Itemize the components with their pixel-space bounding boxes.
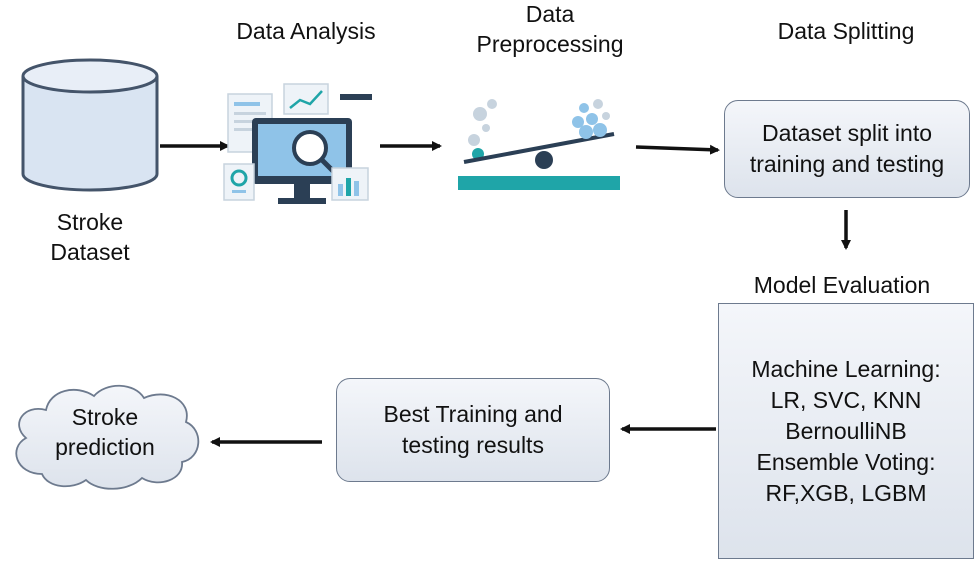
preprocessing-title-line-1: Data bbox=[525, 1, 575, 27]
split-box-line-1: Dataset split into bbox=[761, 120, 933, 146]
best-results-box: Best Training and testing results bbox=[336, 378, 610, 482]
models-line-4: Ensemble Voting: bbox=[756, 448, 936, 475]
prediction-line-2: prediction bbox=[55, 434, 155, 460]
models-line-1: Machine Learning: bbox=[751, 355, 941, 382]
preprocessing-title-line-2: Preprocessing bbox=[476, 31, 624, 57]
split-box-line-2: training and testing bbox=[749, 151, 945, 177]
model-evaluation-box: Machine Learning: LR, SVC, KNN Bernoulli… bbox=[718, 303, 974, 559]
best-box-line-1: Best Training and bbox=[383, 401, 563, 427]
stroke-prediction-label: Stroke prediction bbox=[40, 402, 170, 462]
dataset-label: Stroke Dataset bbox=[30, 207, 150, 267]
models-line-2: LR, SVC, KNN bbox=[770, 386, 922, 413]
data-splitting-title: Data Splitting bbox=[777, 18, 915, 44]
dataset-split-box: Dataset split into training and testing bbox=[724, 100, 970, 198]
prediction-line-1: Stroke bbox=[71, 404, 139, 430]
data-analysis-title: Data Analysis bbox=[236, 18, 376, 44]
model-evaluation-title: Model Evaluation bbox=[753, 272, 931, 298]
preprocessing-icon bbox=[458, 99, 620, 190]
data-analysis-icon bbox=[223, 83, 372, 204]
best-box-line-2: testing results bbox=[402, 432, 544, 458]
data-preprocessing-title: Data Preprocessing bbox=[452, 0, 648, 59]
models-line-3: BernoulliNB bbox=[785, 417, 907, 444]
models-line-5: RF,XGB, LGBM bbox=[765, 479, 927, 506]
cloud-icon bbox=[15, 384, 200, 490]
dataset-label-line-2: Dataset bbox=[50, 239, 130, 265]
dataset-label-line-1: Stroke bbox=[56, 209, 124, 235]
database-icon bbox=[21, 58, 159, 192]
arrow-preprocessing-to-split bbox=[635, 144, 720, 155]
